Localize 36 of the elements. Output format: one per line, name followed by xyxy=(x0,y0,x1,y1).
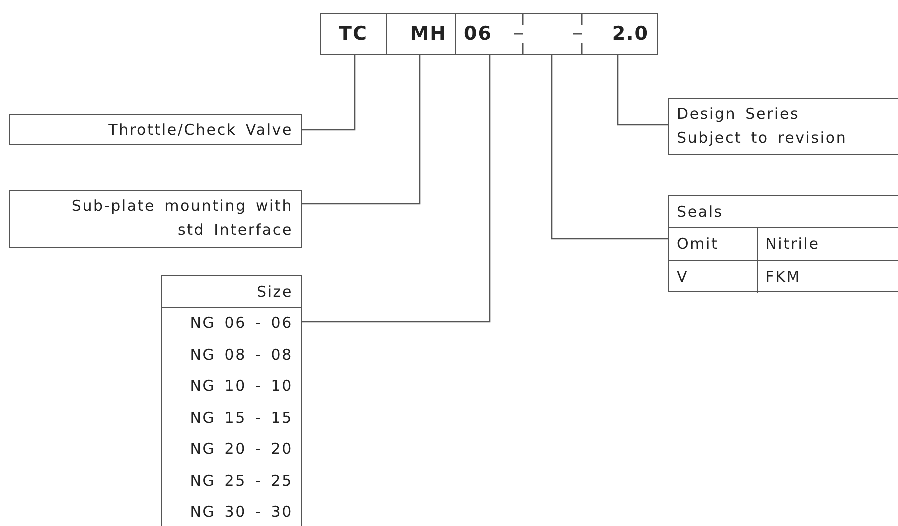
table-cell-text: NG 06 - 06 xyxy=(189,313,294,334)
code-text: MH xyxy=(410,23,447,45)
code-field xyxy=(455,13,523,55)
description-box xyxy=(668,98,898,155)
description-text: Design Series xyxy=(677,104,801,125)
description-text: Subject to revision xyxy=(677,128,848,149)
table-cell-text: NG 15 - 15 xyxy=(189,408,294,428)
leader-line xyxy=(302,55,421,205)
table-cell-text: NG 25 - 25 xyxy=(189,470,294,492)
code-field xyxy=(582,13,658,55)
code-field xyxy=(320,13,386,55)
description-text: Throttle/Check Valve xyxy=(108,120,293,141)
table-cell-text: NG 10 - 10 xyxy=(189,376,294,397)
leader-line xyxy=(617,55,668,126)
table-cell-text: FKM xyxy=(764,267,802,288)
table-header: Seals xyxy=(669,196,898,228)
table-header: Size xyxy=(162,276,301,308)
table-cell-text: NG 20 - 20 xyxy=(189,439,294,460)
option-table xyxy=(161,275,302,526)
code-text: 06 xyxy=(464,23,492,45)
description-box xyxy=(9,190,302,248)
table-cell-text: NG 30 - 30 xyxy=(189,502,294,523)
table-cell-text: NG 08 - 08 xyxy=(189,344,294,366)
table-cell-text: Nitrile xyxy=(764,234,821,255)
code-field xyxy=(523,13,582,55)
leader-line xyxy=(302,55,356,131)
leader-line xyxy=(302,55,491,323)
code-text: TC xyxy=(339,23,368,45)
leader-line xyxy=(551,55,668,240)
code-field xyxy=(386,13,455,55)
code-text: 2.0 xyxy=(612,23,649,45)
table-cell: Omit xyxy=(669,228,758,260)
option-table xyxy=(668,195,898,292)
description-box xyxy=(9,114,302,145)
description-text: Sub-plate mounting with std Interface xyxy=(70,196,293,241)
table-cell: V xyxy=(669,261,758,293)
